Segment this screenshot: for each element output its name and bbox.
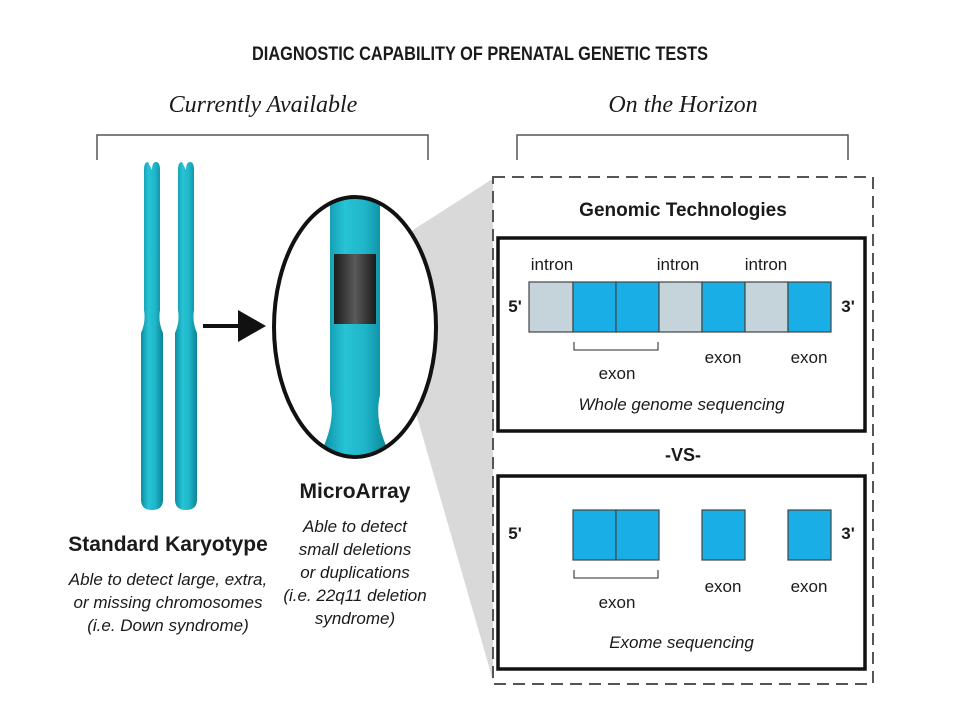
section-on-the-horizon: On the Horizon (608, 92, 758, 118)
intron-label: intron (744, 255, 788, 274)
exon-label: exon (704, 348, 742, 367)
five-prime-label: 5' (508, 297, 522, 316)
intron-label: intron (530, 255, 574, 274)
bracket-on-the-horizon (516, 134, 849, 160)
karyotype-description: Able to detect large, extra, or missing … (68, 570, 268, 635)
five-prime-label: 5' (508, 524, 522, 543)
whole-genome-caption: Whole genome sequencing (578, 395, 785, 414)
arrow-right-icon (203, 310, 266, 342)
microarray-magnifier (272, 195, 438, 459)
microarray-description: Able to detect small deletions or duplic… (283, 517, 427, 628)
whole-genome-box (496, 236, 867, 433)
exome-box (496, 474, 867, 671)
page-title: DIAGNOSTIC CAPABILITY OF PRENATAL GENETI… (251, 44, 709, 65)
exon-label: exon (704, 577, 742, 596)
exon-label: exon (790, 577, 828, 596)
exon-label: exon (598, 364, 636, 383)
three-prime-label: 3' (841, 524, 855, 543)
three-prime-label: 3' (841, 297, 855, 316)
exon-label: exon (598, 593, 636, 612)
karyotype-label: Standard Karyotype (68, 533, 268, 556)
genomic-technologies-title: Genomic Technologies (579, 200, 787, 221)
microarray-label: MicroArray (299, 480, 411, 503)
whole-genome-strand (528, 281, 832, 351)
section-currently-available: Currently Available (168, 92, 358, 118)
chromosome-left (141, 162, 163, 510)
bracket-currently-available (96, 134, 429, 160)
exome-strand (572, 509, 832, 579)
intron-label: intron (656, 255, 700, 274)
exome-caption: Exome sequencing (609, 633, 754, 652)
exon-label: exon (790, 348, 828, 367)
vs-label: -VS- (665, 445, 701, 465)
chromosome-right (175, 162, 197, 510)
deletion-band (334, 254, 376, 324)
